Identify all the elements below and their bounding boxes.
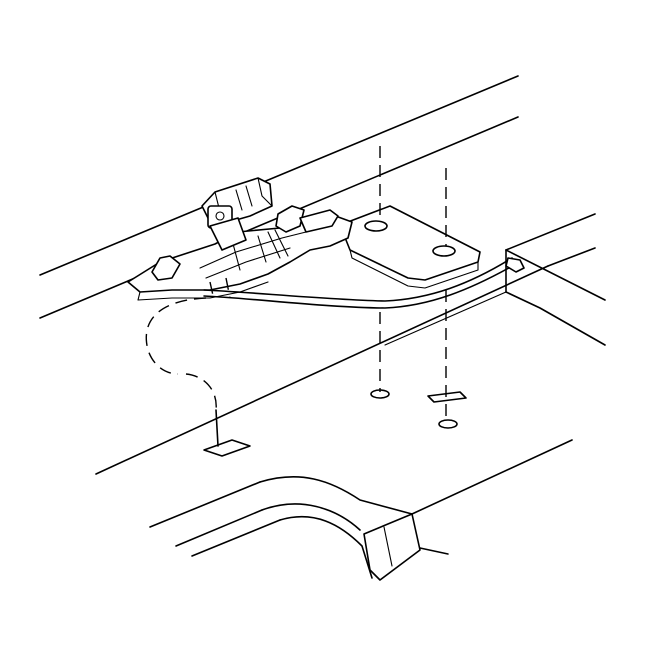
fastener-pad-3: [438, 419, 458, 429]
cable-anchor-pad: [203, 439, 251, 457]
mounting-bracket: [339, 205, 481, 289]
fastener-pad-2: [427, 391, 467, 403]
bolt-hole-2: [432, 245, 456, 257]
fastener-guides: [203, 146, 467, 457]
latch-assembly: [127, 177, 353, 301]
floor-channel: [149, 439, 573, 581]
release-cable: [145, 257, 525, 447]
bolt-hole-1: [364, 220, 388, 232]
fastener-pad-1: [370, 389, 390, 399]
cable-end-fitting: [505, 257, 525, 273]
upper-panel: [39, 75, 596, 475]
side-mount-block: [384, 213, 606, 346]
